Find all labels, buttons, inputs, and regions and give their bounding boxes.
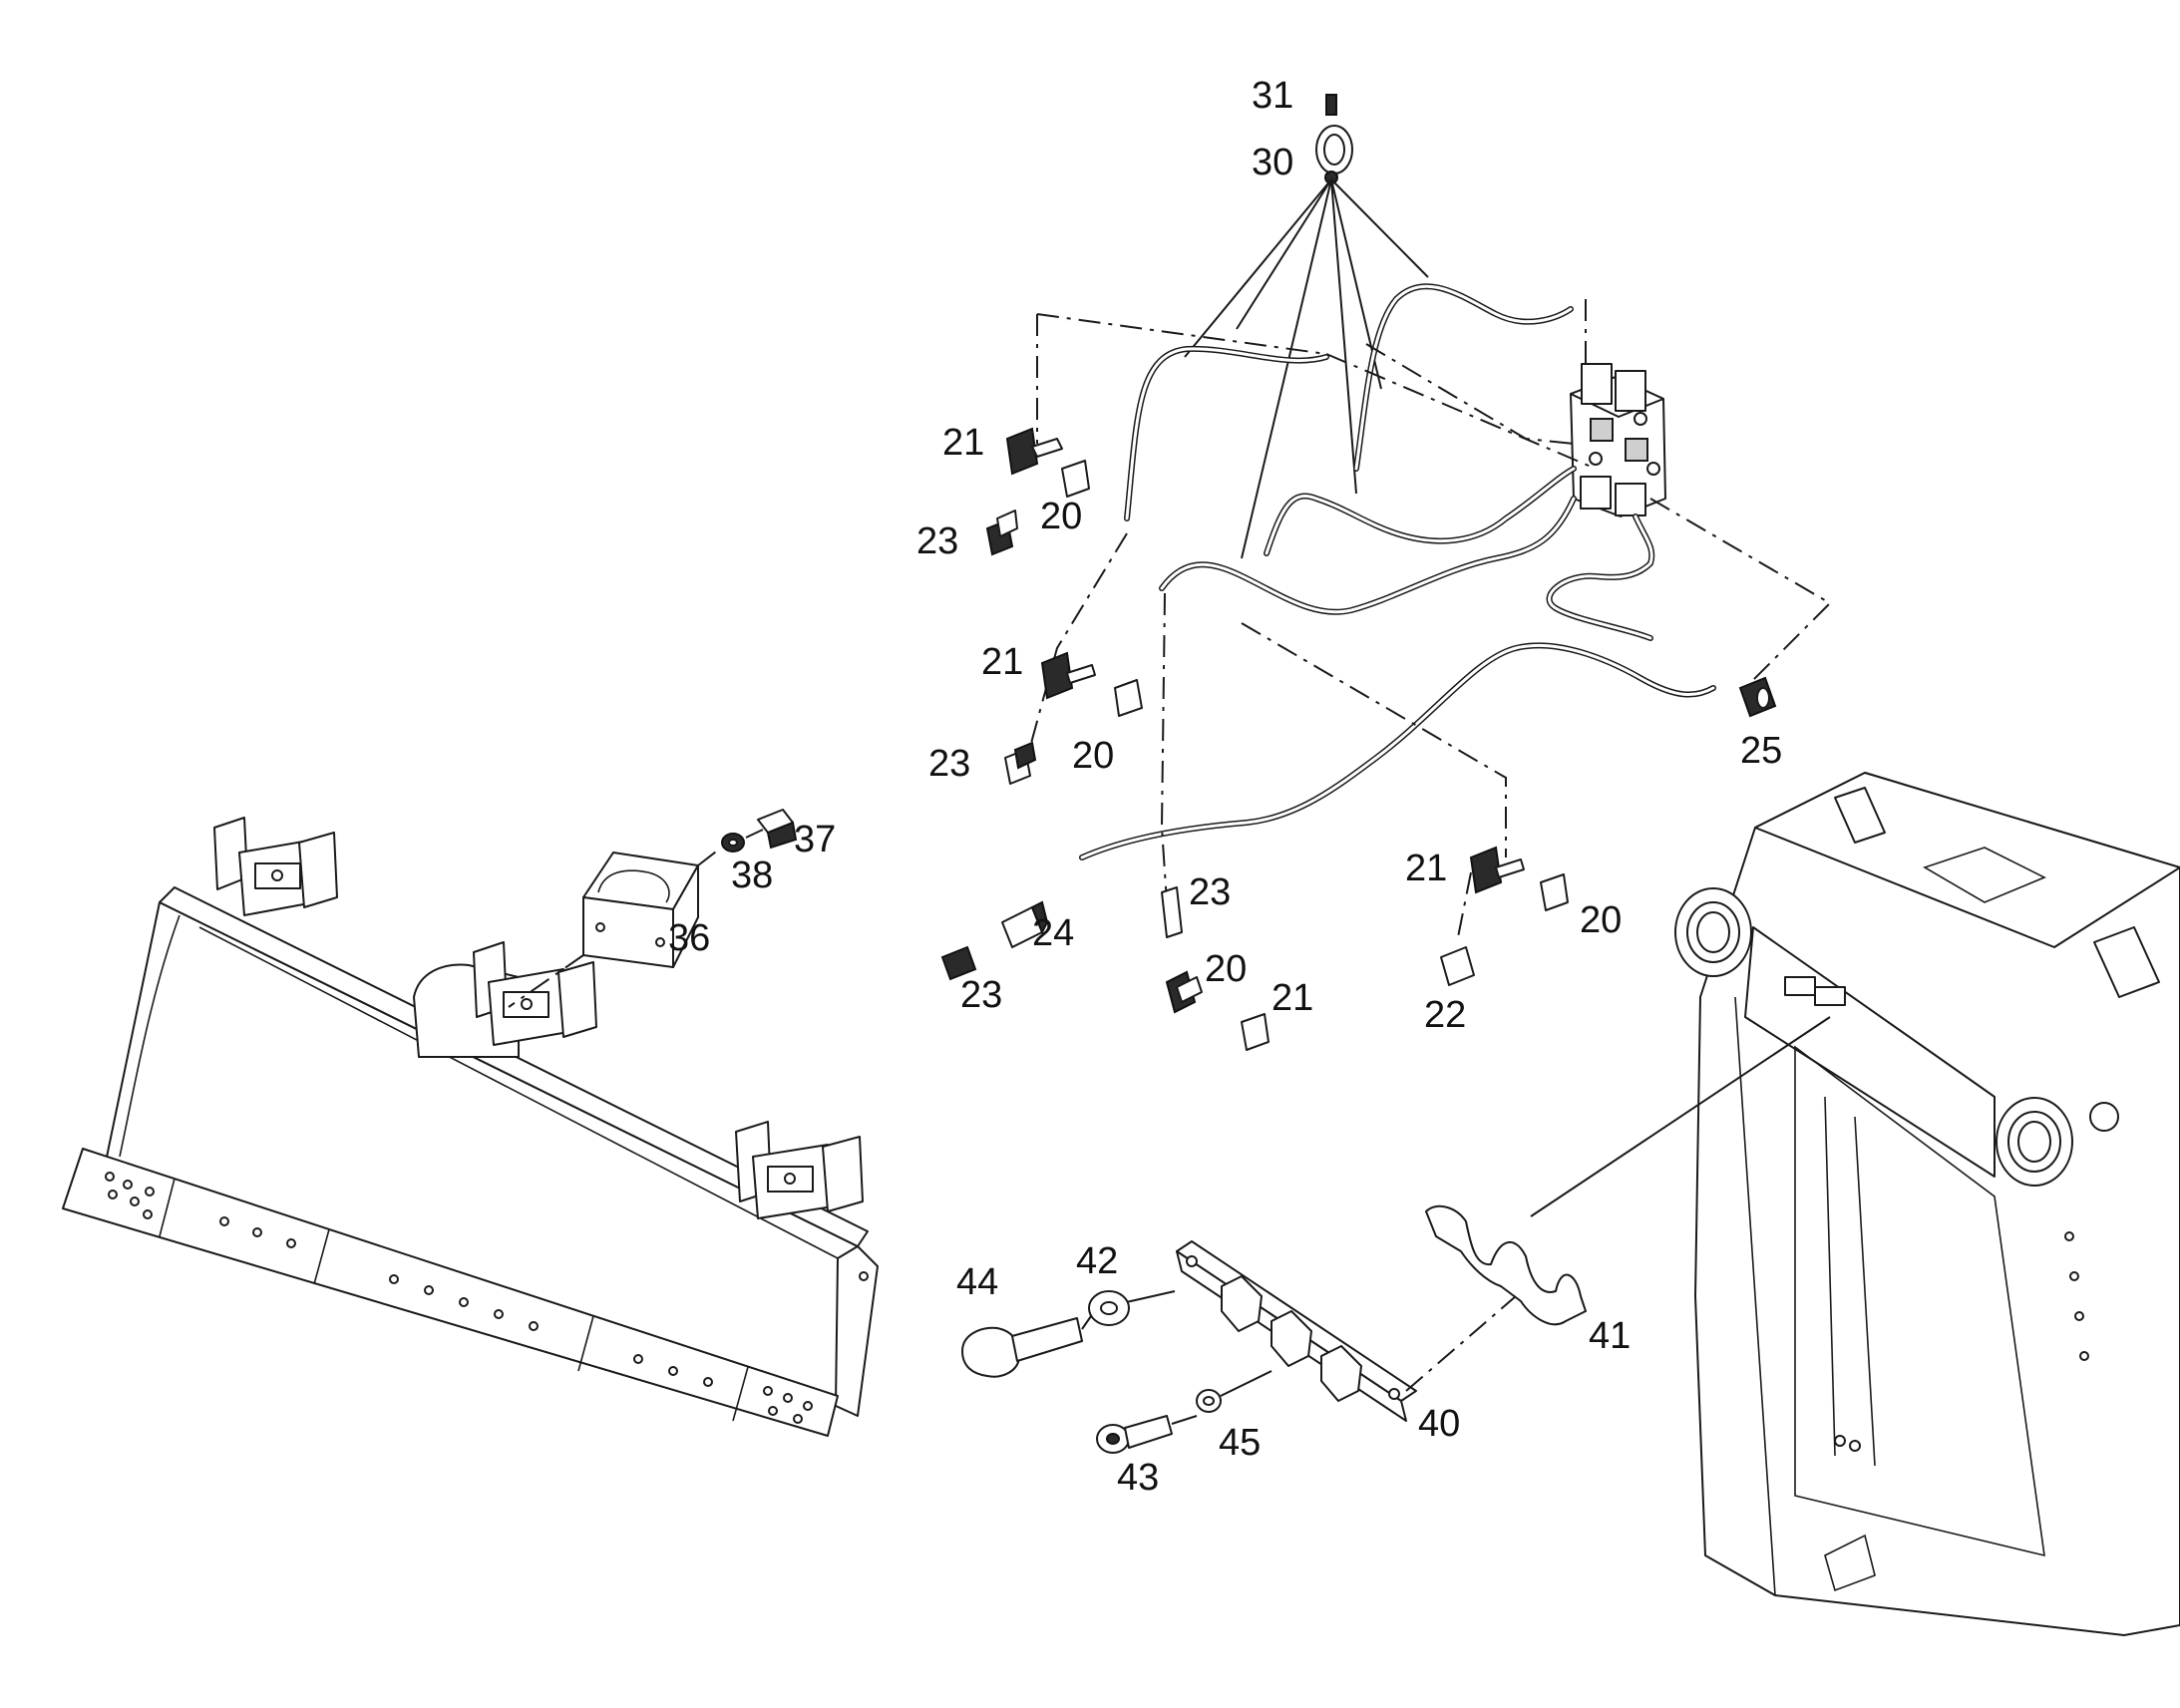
leader-43-plate — [1171, 1370, 1272, 1425]
callout-45: 45 — [1219, 1422, 1261, 1464]
control-valve-block — [1570, 363, 1666, 517]
washer-38 — [721, 833, 745, 853]
callout-23: 23 — [960, 974, 1002, 1016]
screw-31 — [1325, 94, 1337, 116]
callout-22: 22 — [1424, 994, 1466, 1036]
callout-23: 23 — [1189, 871, 1231, 913]
fitting-25 — [1738, 676, 1777, 718]
callout-labels: 31 30 21 23 20 21 23 20 25 37 38 36 23 21 20 24 20 23 21 22… — [668, 75, 1782, 1499]
clamp-leaders — [1184, 178, 1429, 559]
dash-line-36-37 — [697, 829, 764, 866]
callout-21: 21 — [1272, 977, 1313, 1019]
plate-40 — [1176, 1240, 1417, 1422]
callout-23: 23 — [916, 520, 958, 562]
dash-line-40-41 — [1405, 1295, 1517, 1392]
washer-45 — [1196, 1389, 1222, 1413]
callout-42: 42 — [1076, 1240, 1118, 1282]
callout-44: 44 — [956, 1261, 998, 1303]
callout-20: 20 — [1580, 899, 1622, 941]
fitting-group-lower-left — [940, 886, 1183, 981]
cover-bracket-36 — [582, 852, 699, 968]
bolt-44 — [961, 1317, 1083, 1378]
blade-mount-left — [213, 817, 338, 916]
callout-21: 21 — [1405, 848, 1447, 889]
callout-20: 20 — [1205, 948, 1247, 990]
callout-20: 20 — [1040, 496, 1082, 537]
callout-37: 37 — [794, 819, 836, 860]
dozer-blade — [62, 817, 879, 1437]
leader-41-frame — [1530, 1016, 1831, 1217]
callout-21: 21 — [981, 641, 1023, 683]
hydraulic-hoses — [1079, 283, 1716, 860]
callout-30: 30 — [1252, 142, 1293, 183]
blade-mount-center — [413, 941, 597, 1058]
fitting-group-upper — [985, 427, 1090, 556]
gasket-41 — [1425, 1204, 1587, 1326]
callout-43: 43 — [1117, 1457, 1159, 1499]
screw-43 — [1096, 1415, 1173, 1454]
callout-21: 21 — [942, 422, 984, 464]
center-lines — [1026, 299, 1832, 938]
callout-25: 25 — [1740, 730, 1782, 772]
leader-42-plate — [1121, 1290, 1176, 1304]
callout-41: 41 — [1589, 1315, 1631, 1357]
callout-20: 20 — [1072, 735, 1114, 777]
machine-frame — [1674, 772, 2180, 1636]
pivot-boss-right — [1996, 1097, 2073, 1187]
pivot-boss-left — [1674, 887, 1752, 977]
leader-44-42 — [1081, 1315, 1092, 1330]
callout-38: 38 — [731, 854, 773, 896]
callout-36: 36 — [668, 917, 710, 959]
callout-23: 23 — [928, 743, 970, 785]
blade-mount-right — [735, 1121, 864, 1219]
dash-line-36-blade — [508, 954, 584, 1008]
callout-31: 31 — [1252, 75, 1293, 117]
fitting-group-middle — [1004, 651, 1143, 785]
fitting-group-lower-center — [1165, 970, 1270, 1051]
hose-clamp-30 — [1315, 125, 1353, 184]
washer-42 — [1088, 1290, 1130, 1326]
callout-24: 24 — [1032, 912, 1074, 954]
callout-40: 40 — [1418, 1403, 1460, 1445]
cutting-edge-holes — [105, 1172, 813, 1424]
fitting-group-lower-right — [1440, 846, 1569, 986]
bolt-37 — [757, 809, 798, 850]
